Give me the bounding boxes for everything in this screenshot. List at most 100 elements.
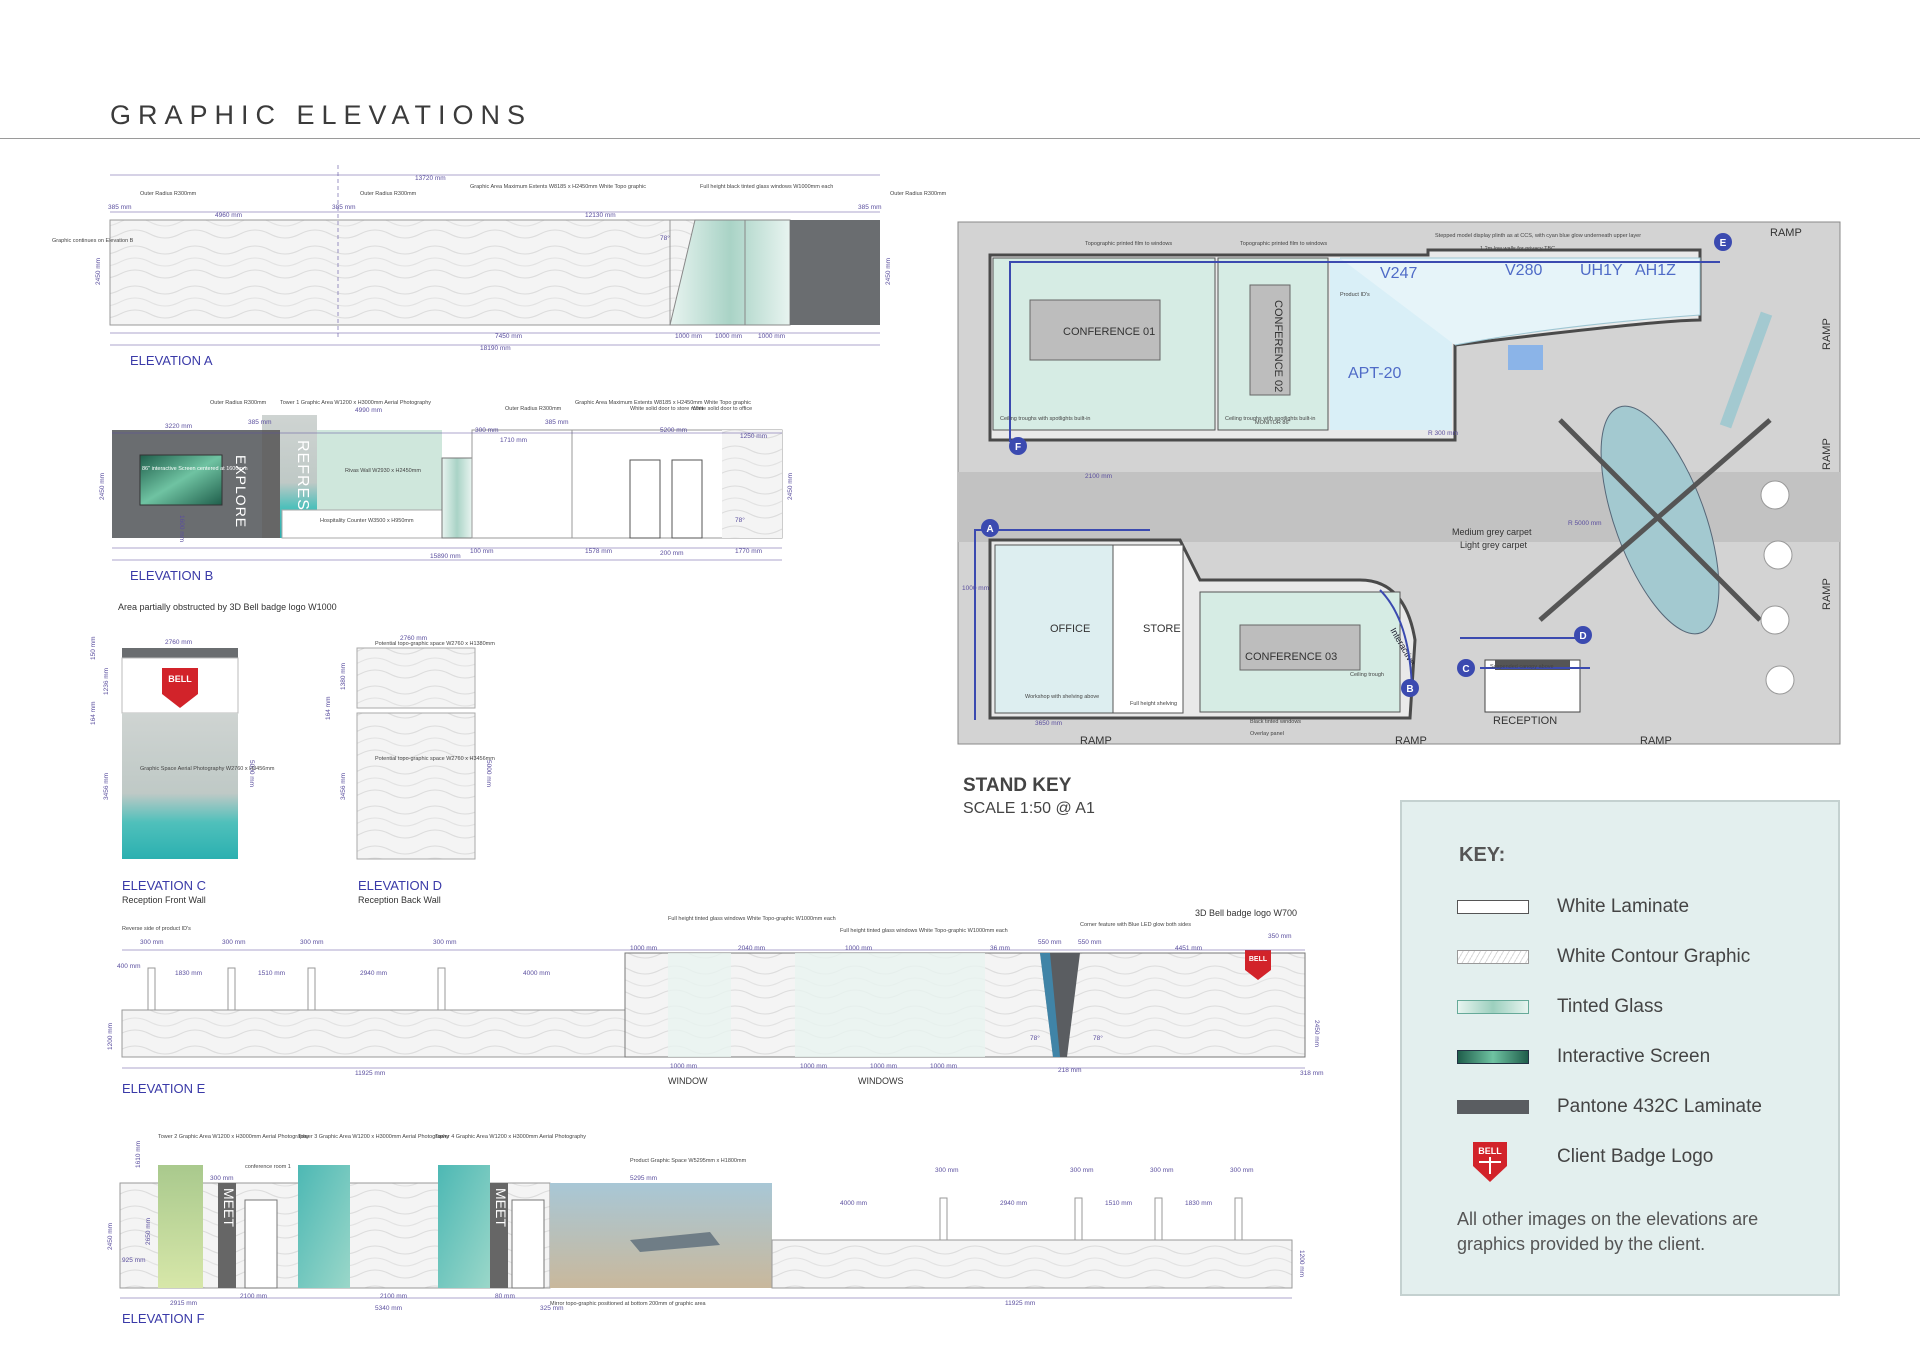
dim-c-3: 1236 mm — [103, 668, 110, 695]
dim-b-11: 1578 mm — [585, 548, 612, 555]
dim-b-2: 385 mm — [248, 419, 271, 426]
bell-badge-logo: BELL — [162, 668, 198, 708]
svg-text:BELL: BELL — [168, 674, 192, 684]
svg-text:BELL: BELL — [1478, 1146, 1502, 1156]
dim-f-14: 1510 mm — [1105, 1200, 1132, 1207]
plan-note-11: Workshop with shelving above — [1025, 694, 1099, 700]
dim-a-4: 385 mm — [108, 204, 131, 211]
note-f-2: Tower 3 Graphic Area W1200 x H3000mm Aer… — [298, 1134, 449, 1140]
dim-f-8: 2100 mm — [380, 1293, 407, 1300]
dim-e-25: 318 mm — [1300, 1070, 1323, 1077]
key-note: All other images on the elevations are g… — [1457, 1209, 1759, 1255]
plan-note-7: MONITOR 86" — [1255, 420, 1291, 426]
key-item-pantone: Pantone 432C Laminate — [1457, 1094, 1827, 1120]
elevation-c: Area partially obstructed by 3D Bell bad… — [90, 602, 337, 905]
plan-note-14: Ceiling trough — [1350, 672, 1384, 678]
refresh-word: REFRESH — [294, 440, 311, 523]
tower-3-graphic — [298, 1165, 350, 1288]
svg-text:E: E — [1720, 238, 1727, 249]
meet-word-1: MEET — [221, 1188, 237, 1227]
dim-f-13: 2940 mm — [1000, 1200, 1027, 1207]
note-a-1: Outer Radius R300mm — [140, 191, 197, 197]
route-marker-c: C — [1457, 659, 1475, 677]
plan-note-13: Overlay panel — [1250, 731, 1284, 737]
dim-e-11: 2040 mm — [738, 945, 765, 952]
dim-a-1: 13720 mm — [415, 175, 446, 182]
product-display — [1508, 345, 1543, 370]
note-c-1: Graphic Space Aerial Photography W2760 x… — [140, 766, 275, 772]
svg-text:B: B — [1406, 684, 1413, 695]
elevation-a-pantone-panel — [790, 220, 880, 325]
elevation-d-sublabel: Reception Back Wall — [358, 895, 441, 905]
note-b-4: Graphic Area Maximum Extents W8185 x H24… — [575, 400, 751, 406]
note-f-5: Product Graphic Space W5295mm x H1800mm — [630, 1158, 747, 1164]
elevation-a-contour-wall — [109, 219, 671, 326]
dim-e-16: 4451 mm — [1175, 945, 1202, 952]
dim-e-19: 11925 mm — [355, 1070, 385, 1077]
dim-b-10: 100 mm — [470, 548, 493, 555]
bell-badge-icon: BELL — [1473, 1142, 1507, 1182]
dim-e-12: 1000 mm — [845, 945, 872, 952]
dim-e-17: 350 mm — [1268, 933, 1291, 940]
dim-e-1: 300 mm — [140, 939, 163, 946]
product-graphic-aircraft — [550, 1183, 772, 1288]
dim-e-15: 550 mm — [1078, 939, 1101, 946]
note-b-6: White solid door to office — [692, 406, 752, 412]
note-e-5: 3D Bell badge logo W700 — [1195, 908, 1297, 918]
ramp-label: RAMP — [1395, 735, 1427, 747]
note-a-5: Outer Radius R300mm — [890, 191, 947, 197]
office-room — [994, 544, 1114, 714]
dim-b-17: 78° — [735, 516, 745, 524]
note-f-1: Tower 2 Graphic Area W1200 x H3000mm Aer… — [158, 1134, 309, 1140]
plan-note-1: Stepped model display plinth as at CCS, … — [1435, 233, 1641, 239]
dim-f-16: 300 mm — [935, 1167, 958, 1174]
elevation-b: EXPLORE REFRESH 3220 mm 385 mm 4990 mm 3… — [99, 400, 794, 583]
page-title: GRAPHIC ELEVATIONS — [110, 100, 533, 130]
dim-f-9: 5340 mm — [375, 1305, 402, 1312]
title-divider — [0, 138, 1920, 139]
dim-f-4: 2450 mm — [107, 1223, 114, 1250]
dim-a-13: 2450 mm — [885, 258, 892, 285]
rivas-wall — [317, 430, 442, 510]
dim-f-1: 1610 mm — [135, 1141, 142, 1168]
dim-f-17: 300 mm — [1070, 1167, 1093, 1174]
elevation-f-label: ELEVATION F — [122, 1311, 205, 1326]
key-item-label: White Laminate — [1557, 896, 1690, 917]
key-item-label: Pantone 432C Laminate — [1557, 1096, 1762, 1117]
white-laminate-swatch — [1457, 900, 1529, 914]
dim-e-6: 1830 mm — [175, 970, 202, 977]
note-f-3: Tower 4 Graphic Area W1200 x H3000mm Aer… — [435, 1134, 586, 1140]
plan-note-6: Ceiling troughs with spotlights built-in — [1225, 416, 1316, 422]
dim-b-8: 1250 mm — [740, 433, 767, 440]
dim-b-3: 4990 mm — [355, 407, 382, 414]
dim-e-24: 218 mm — [1058, 1067, 1081, 1074]
dim-a-6: 385 mm — [858, 204, 881, 211]
note-b-7: 86" interactive Screen centered at 1600m… — [142, 466, 248, 472]
plan-note-9: Suspended canopy above — [1490, 664, 1554, 670]
dim-a-7: 7450 mm — [495, 333, 522, 340]
bell-badge-logo: BELL — [1245, 950, 1271, 980]
dim-a-12: 2450 mm — [95, 258, 102, 285]
plan-note-12: Black tinted windows — [1250, 719, 1301, 725]
svg-text:F: F — [1015, 442, 1021, 453]
svg-text:C: C — [1462, 664, 1469, 675]
dim-e-8: 2940 mm — [360, 970, 387, 977]
reception-aerial-graphic — [122, 713, 238, 859]
plan-dim-2: 3650 mm — [1035, 720, 1062, 727]
aircraft-ah1z: AH1Z — [1635, 262, 1676, 279]
dim-e-26: 2450 mm — [1313, 1020, 1320, 1047]
dim-e-14: 550 mm — [1038, 939, 1061, 946]
dim-f-19: 300 mm — [1230, 1167, 1253, 1174]
dim-a-3: 12130 mm — [585, 212, 616, 219]
ramp-label: RAMP — [1640, 735, 1672, 747]
dim-a-8: 18190 mm — [480, 345, 511, 352]
note-a-4: Full height black tinted glass windows W… — [700, 184, 833, 190]
key-item-label: Client Badge Logo — [1557, 1146, 1714, 1167]
dim-e-2: 300 mm — [222, 939, 245, 946]
dim-f-5: 925 mm — [122, 1257, 145, 1264]
ramp-label: RAMP — [1080, 735, 1112, 747]
dim-a-9: 1000 mm — [675, 333, 702, 340]
dim-a-10: 1000 mm — [715, 333, 742, 340]
dim-c-1: 2760 mm — [165, 639, 192, 646]
dim-e-13: 36 mm — [990, 945, 1010, 952]
